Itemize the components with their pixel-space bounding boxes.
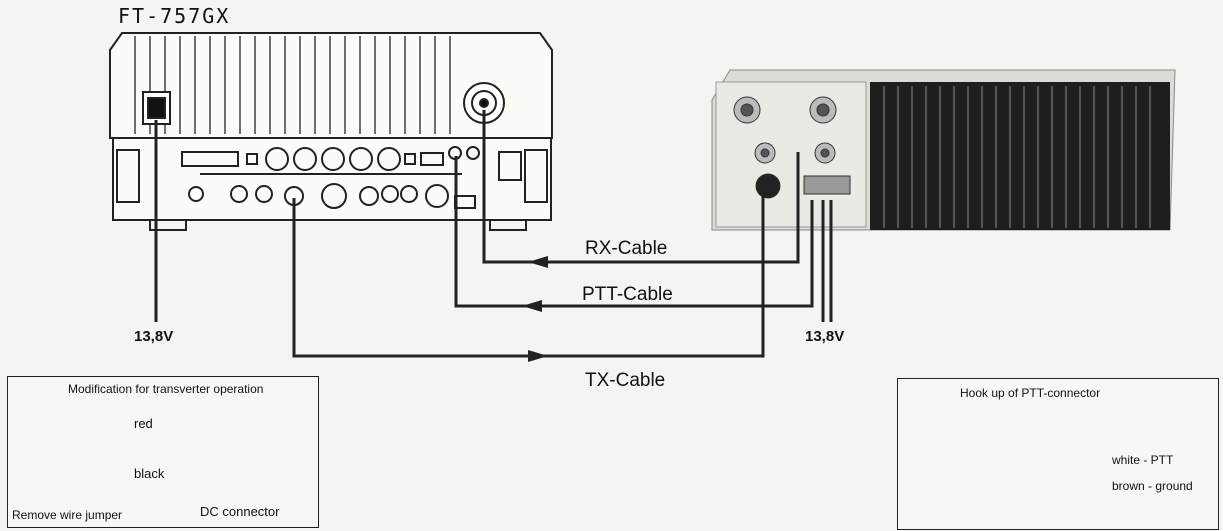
modification-inset [7,376,319,528]
radio-drawing [109,32,553,231]
tx-arrow [528,350,548,362]
radio-model-title: FT-757GX [118,4,231,28]
ptt-arrow [522,300,542,312]
ptt-cable-label: PTT-Cable [582,284,673,305]
wire-red-label: red [134,416,153,431]
ptt-white-label: white - PTT [1112,453,1174,467]
ptt-cable [454,156,814,308]
power-label-left: 13,8V [134,328,174,345]
ptt-brown-label: brown - ground [1112,479,1193,493]
transverter-drawing [711,69,1176,231]
dc-connector-label: DC connector [200,504,280,519]
power-label-right: 13,8V [805,328,845,345]
tx-cable-label: TX-Cable [585,370,666,391]
rx-arrow [528,256,548,268]
rx-cable [482,110,800,264]
rx-cable-label: RX-Cable [585,238,668,259]
ptt-inset [897,378,1219,530]
wire-black-label: black [134,466,165,481]
ptt-title: Hook up of PTT-connector [960,386,1101,400]
remove-jumper-label: Remove wire jumper [12,508,123,522]
modification-title: Modification for transverter operation [68,382,264,396]
power-cable-right [821,200,833,322]
